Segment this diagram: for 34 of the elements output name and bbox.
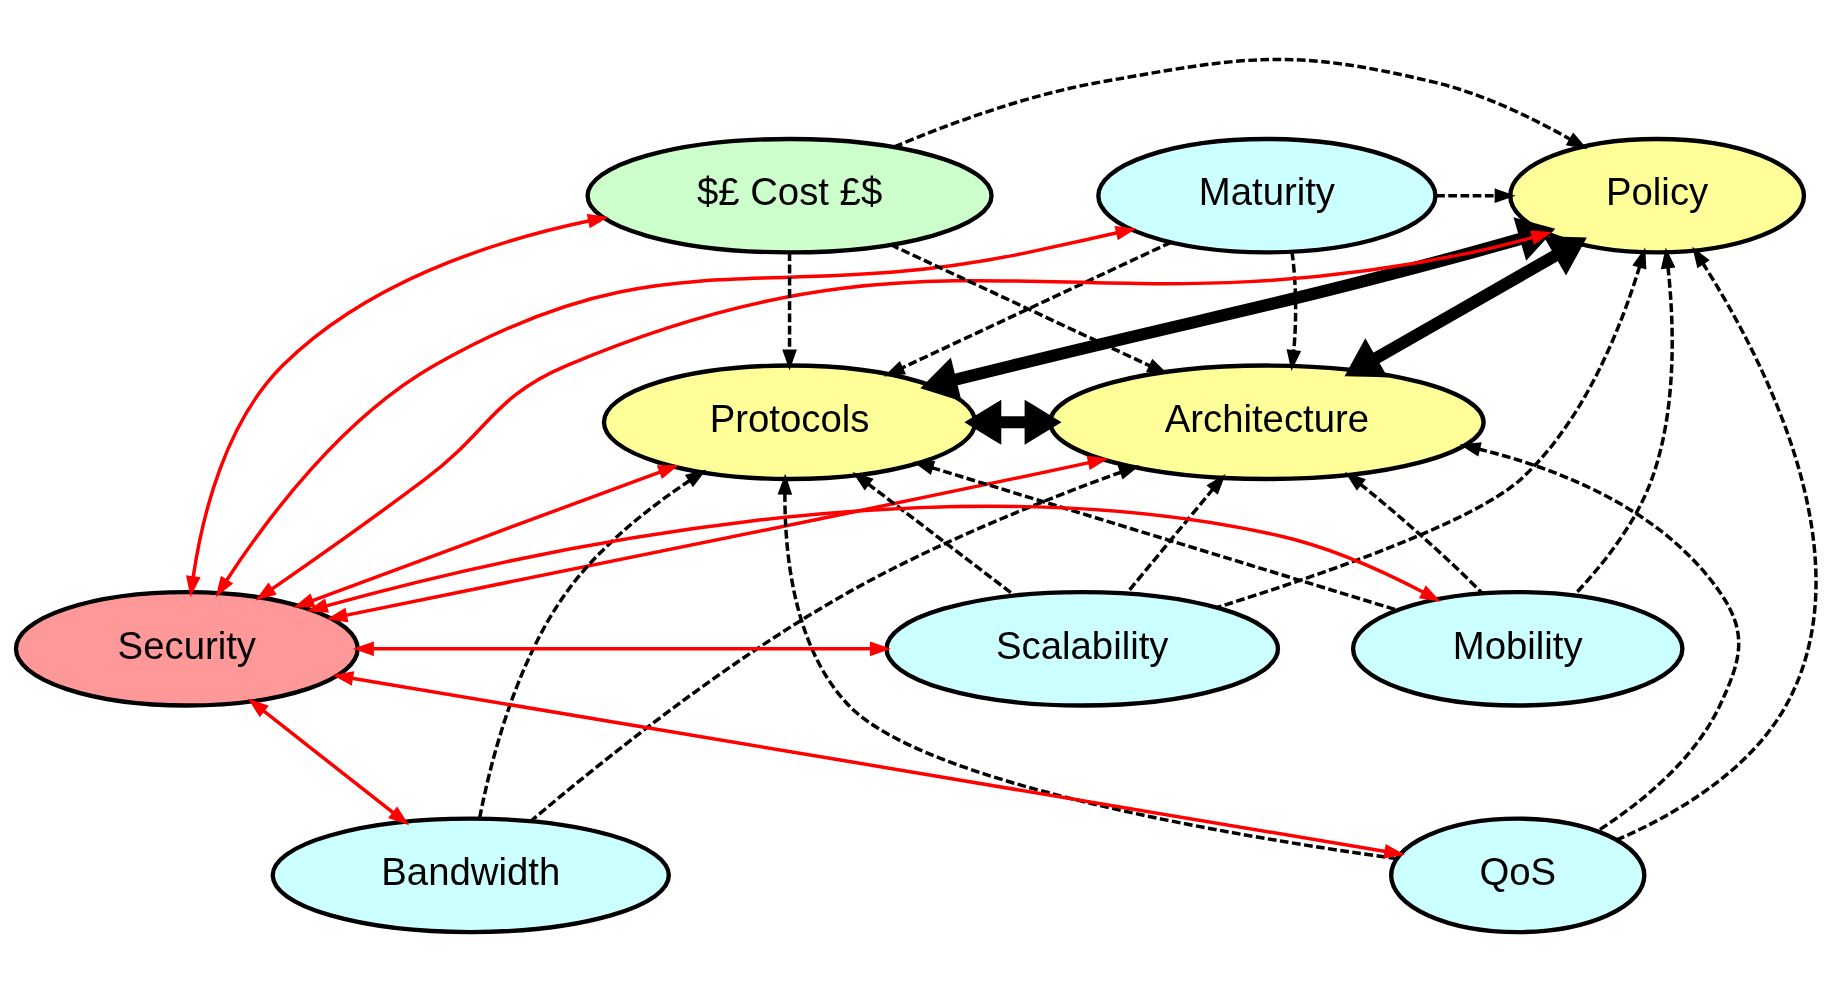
arrow	[777, 473, 1397, 861]
arrow	[529, 465, 1140, 823]
node-ellipse: Mobility	[1350, 589, 1685, 708]
arrow	[477, 469, 707, 819]
arrow	[893, 57, 1588, 150]
arrow	[247, 698, 410, 826]
arrow	[920, 217, 1556, 402]
arrow	[306, 504, 1441, 613]
arrow	[964, 399, 1062, 445]
arrow	[326, 455, 1109, 623]
arrow	[1216, 247, 1647, 610]
arrow	[1572, 247, 1676, 597]
arrow	[913, 460, 1398, 612]
node-ellipse: Maturity	[1096, 136, 1438, 255]
arrow	[255, 230, 1553, 601]
arrow	[352, 641, 891, 657]
arrow	[1125, 473, 1226, 595]
arrow	[1616, 246, 1818, 842]
node-ellipse: Bandwidth	[270, 816, 671, 935]
node-ellipse: Scalability	[884, 589, 1281, 708]
node-ellipse: Policy	[1508, 136, 1807, 255]
arrow	[1459, 442, 1741, 833]
arrow	[1286, 251, 1302, 371]
arrow	[293, 464, 679, 608]
node-ellipse: Security	[13, 589, 360, 708]
arrow	[782, 252, 797, 371]
arrow	[186, 213, 609, 598]
arrow	[215, 225, 1137, 598]
arrow	[852, 471, 1016, 597]
arrow	[1344, 236, 1587, 378]
arrow	[1436, 188, 1516, 203]
arrow	[1344, 471, 1484, 595]
arrow	[332, 671, 1406, 859]
node-ellipse: QoS	[1389, 816, 1647, 935]
